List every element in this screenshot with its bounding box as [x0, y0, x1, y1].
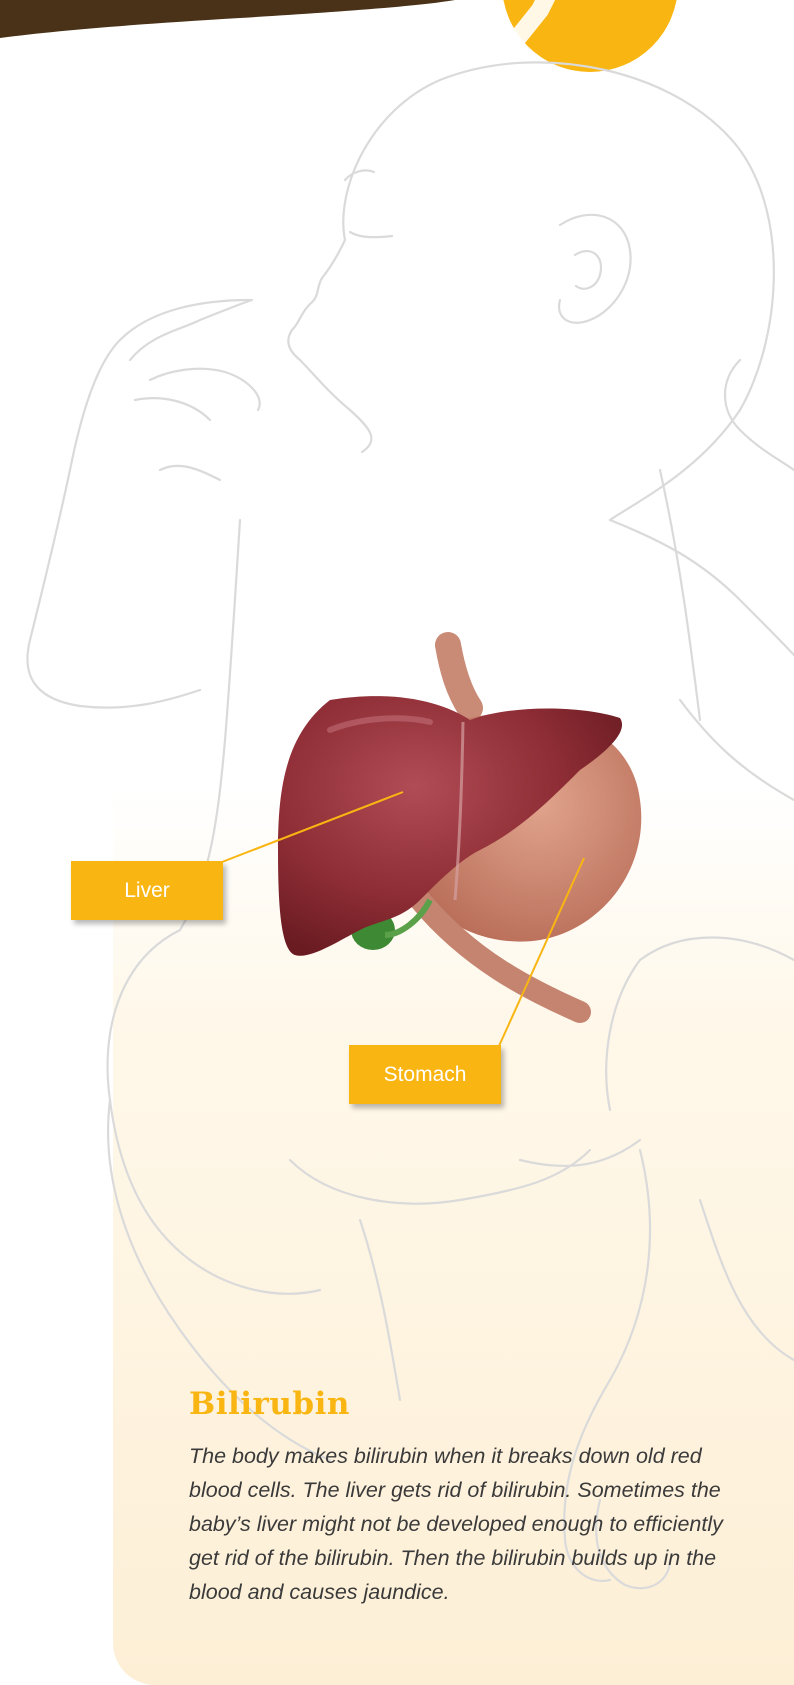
liver-label-text: Liver — [124, 879, 170, 903]
liver-label: Liver — [71, 861, 223, 920]
stomach-label: Stomach — [349, 1045, 501, 1104]
info-body: The body makes bilirubin when it breaks … — [189, 1439, 749, 1609]
stomach-label-text: Stomach — [384, 1063, 467, 1087]
header-banner — [0, 0, 470, 58]
info-title: Bilirubin — [189, 1386, 350, 1422]
check-badge-icon — [492, 0, 688, 82]
